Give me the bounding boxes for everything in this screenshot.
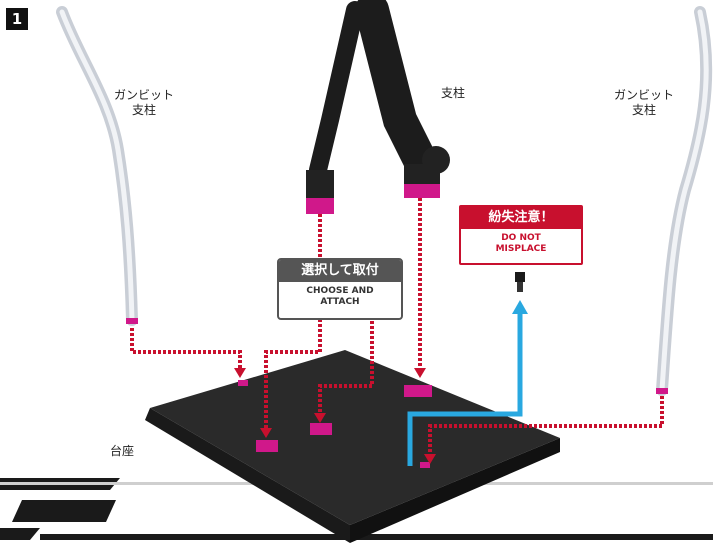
display-base: [145, 350, 560, 543]
gunbit-strut-right-label: ガンビット 支柱: [614, 88, 675, 117]
main-strut: [306, 0, 450, 214]
choose-and-attach-text: CHOOSE AND ATTACH: [306, 286, 374, 307]
step-number-badge: 1: [6, 8, 28, 30]
strut-label: 支柱: [441, 86, 466, 100]
blue-arrow: [407, 300, 528, 466]
gunbit-strut-right: [656, 6, 713, 396]
attach-guide-lines: [130, 198, 664, 456]
small-connector-part: [515, 272, 525, 292]
misplace-warning-title: 紛失注意！: [461, 207, 581, 229]
base-label: 台座: [110, 444, 135, 458]
choose-and-attach-title: 選択して取付: [279, 260, 401, 282]
gunbit-strut-left: [56, 6, 138, 326]
misplace-warning-callout: 紛失注意！ DO NOT MISPLACE: [459, 205, 583, 265]
choose-and-attach-callout: 選択して取付 CHOOSE AND ATTACH: [277, 258, 403, 320]
attach-guide-arrowheads: [234, 368, 436, 464]
misplace-warning-text: DO NOT MISPLACE: [495, 233, 547, 254]
gunbit-strut-left-label: ガンビット 支柱: [114, 88, 175, 117]
